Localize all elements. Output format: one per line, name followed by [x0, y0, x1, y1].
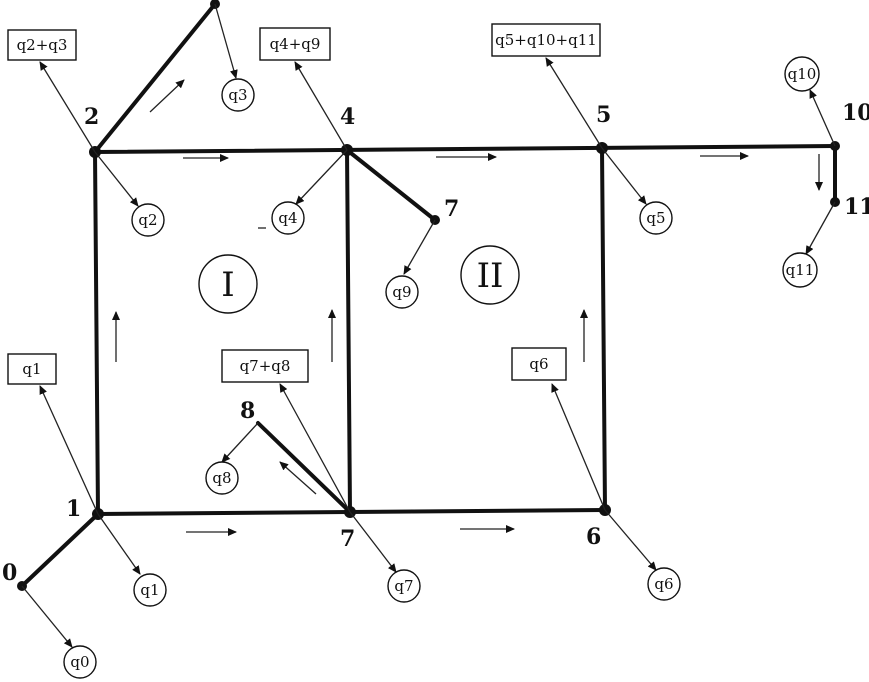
label-node-10: 10 [842, 100, 869, 126]
pipe-5-6 [600, 146, 607, 512]
circle-q4 [271, 201, 305, 235]
circle-q1-text: q1 [140, 581, 159, 599]
label-node-2: 2 [84, 104, 99, 130]
line-1-circ [97, 513, 141, 575]
pipe-2-3 [93, 2, 217, 154]
line-4-circ [295, 149, 348, 205]
line-10-circ [809, 89, 836, 147]
ring-labels: I II [198, 245, 520, 314]
pipe-2-1 [93, 150, 100, 516]
label-node-1: 1 [66, 496, 81, 522]
circle-q10 [784, 56, 820, 92]
line-9-circ [403, 219, 436, 275]
label-node-4: 4 [340, 104, 355, 130]
box-q5q10q11 [491, 23, 601, 57]
box-q7q8-text: q7+q8 [240, 357, 291, 375]
label-node-0: 0 [2, 560, 17, 586]
label-node-7b: 7 [444, 196, 459, 222]
label-node-8: 8 [240, 398, 255, 424]
circle-q5-text: q5 [646, 209, 665, 227]
circle-q7-text: q7 [394, 577, 413, 595]
circle-q7 [387, 569, 421, 603]
ring-I-circle [198, 254, 258, 314]
box-q6-text: q6 [529, 355, 548, 373]
box-q2q3-text: q2+q3 [17, 36, 68, 54]
pipe-4-7b [345, 148, 437, 222]
line-0-circ [21, 585, 73, 648]
circle-q4-text: q4 [278, 209, 297, 227]
circle-q2 [131, 203, 165, 237]
circle-q3 [221, 78, 255, 112]
circle-q11-text: q11 [786, 261, 815, 279]
box-q6 [511, 347, 567, 381]
line-7-box [279, 383, 351, 513]
circle-q6-text: q6 [654, 575, 673, 593]
line-2-box [39, 61, 96, 153]
pipe-4-7 [345, 148, 352, 514]
label-node-6: 6 [586, 524, 601, 550]
direction-arrows [112, 79, 823, 536]
circle-q9-text: q9 [392, 283, 411, 301]
circle-q5 [639, 201, 673, 235]
label-node-5: 5 [596, 102, 611, 128]
flow-lines [21, 3, 836, 648]
line-8-circ [221, 422, 259, 463]
ring-II-text: II [477, 256, 504, 296]
box-q7q8 [221, 349, 309, 383]
circle-q9 [385, 275, 419, 309]
line-5-circ [601, 147, 647, 205]
arrow-2-3 [149, 79, 185, 113]
ring-II-circle [460, 245, 520, 305]
withdrawal-circles: q0 q1 q2 q3 q4 q5 q6 q7 q8 q9 q10 q11 [63, 56, 820, 679]
label-node-11: 11 [844, 194, 869, 220]
nodes [17, 0, 840, 591]
line-6-box [551, 383, 606, 511]
pipe-7-8 [256, 421, 352, 514]
circle-q1 [133, 573, 167, 607]
box-q4q9-text: q4+q9 [270, 35, 321, 53]
line-1-box [39, 385, 99, 515]
ring-I-text: I [221, 265, 234, 305]
circle-q0 [63, 645, 97, 679]
circle-q0-text: q0 [70, 653, 89, 671]
circle-q8-text: q8 [212, 469, 231, 487]
box-q1-text: q1 [22, 360, 41, 378]
circle-q10-text: q10 [788, 65, 817, 83]
pipe-2-10 [93, 144, 837, 154]
box-q2q3 [7, 29, 77, 61]
circle-q8 [205, 461, 239, 495]
line-2-circ [94, 151, 139, 207]
line-4-box [294, 61, 348, 151]
circle-q3-text: q3 [228, 86, 247, 104]
box-q5q10q11-text: q5+q10+q11 [495, 31, 597, 49]
line-6-circ [604, 509, 657, 571]
line-7-circ [349, 511, 397, 573]
box-q1 [7, 353, 57, 385]
pipe-0-1 [20, 512, 100, 588]
line-5-box [545, 57, 603, 149]
line-11-circ [805, 201, 836, 255]
circle-q2-text: q2 [138, 211, 157, 229]
supply-boxes: q1 q2+q3 q4+q9 q5+q10+q11 q7+q8 q6 [7, 23, 601, 385]
main-pipes [20, 2, 837, 588]
line-3-circ [214, 3, 238, 79]
circle-q11 [782, 252, 818, 288]
box-q4q9 [259, 27, 331, 61]
label-node-7: 7 [340, 526, 355, 552]
arrow-7-8 [279, 461, 317, 495]
circle-q6 [647, 567, 681, 601]
node-labels: 0 1 2 4 5 6 7 7 8 10 11 [2, 100, 869, 586]
